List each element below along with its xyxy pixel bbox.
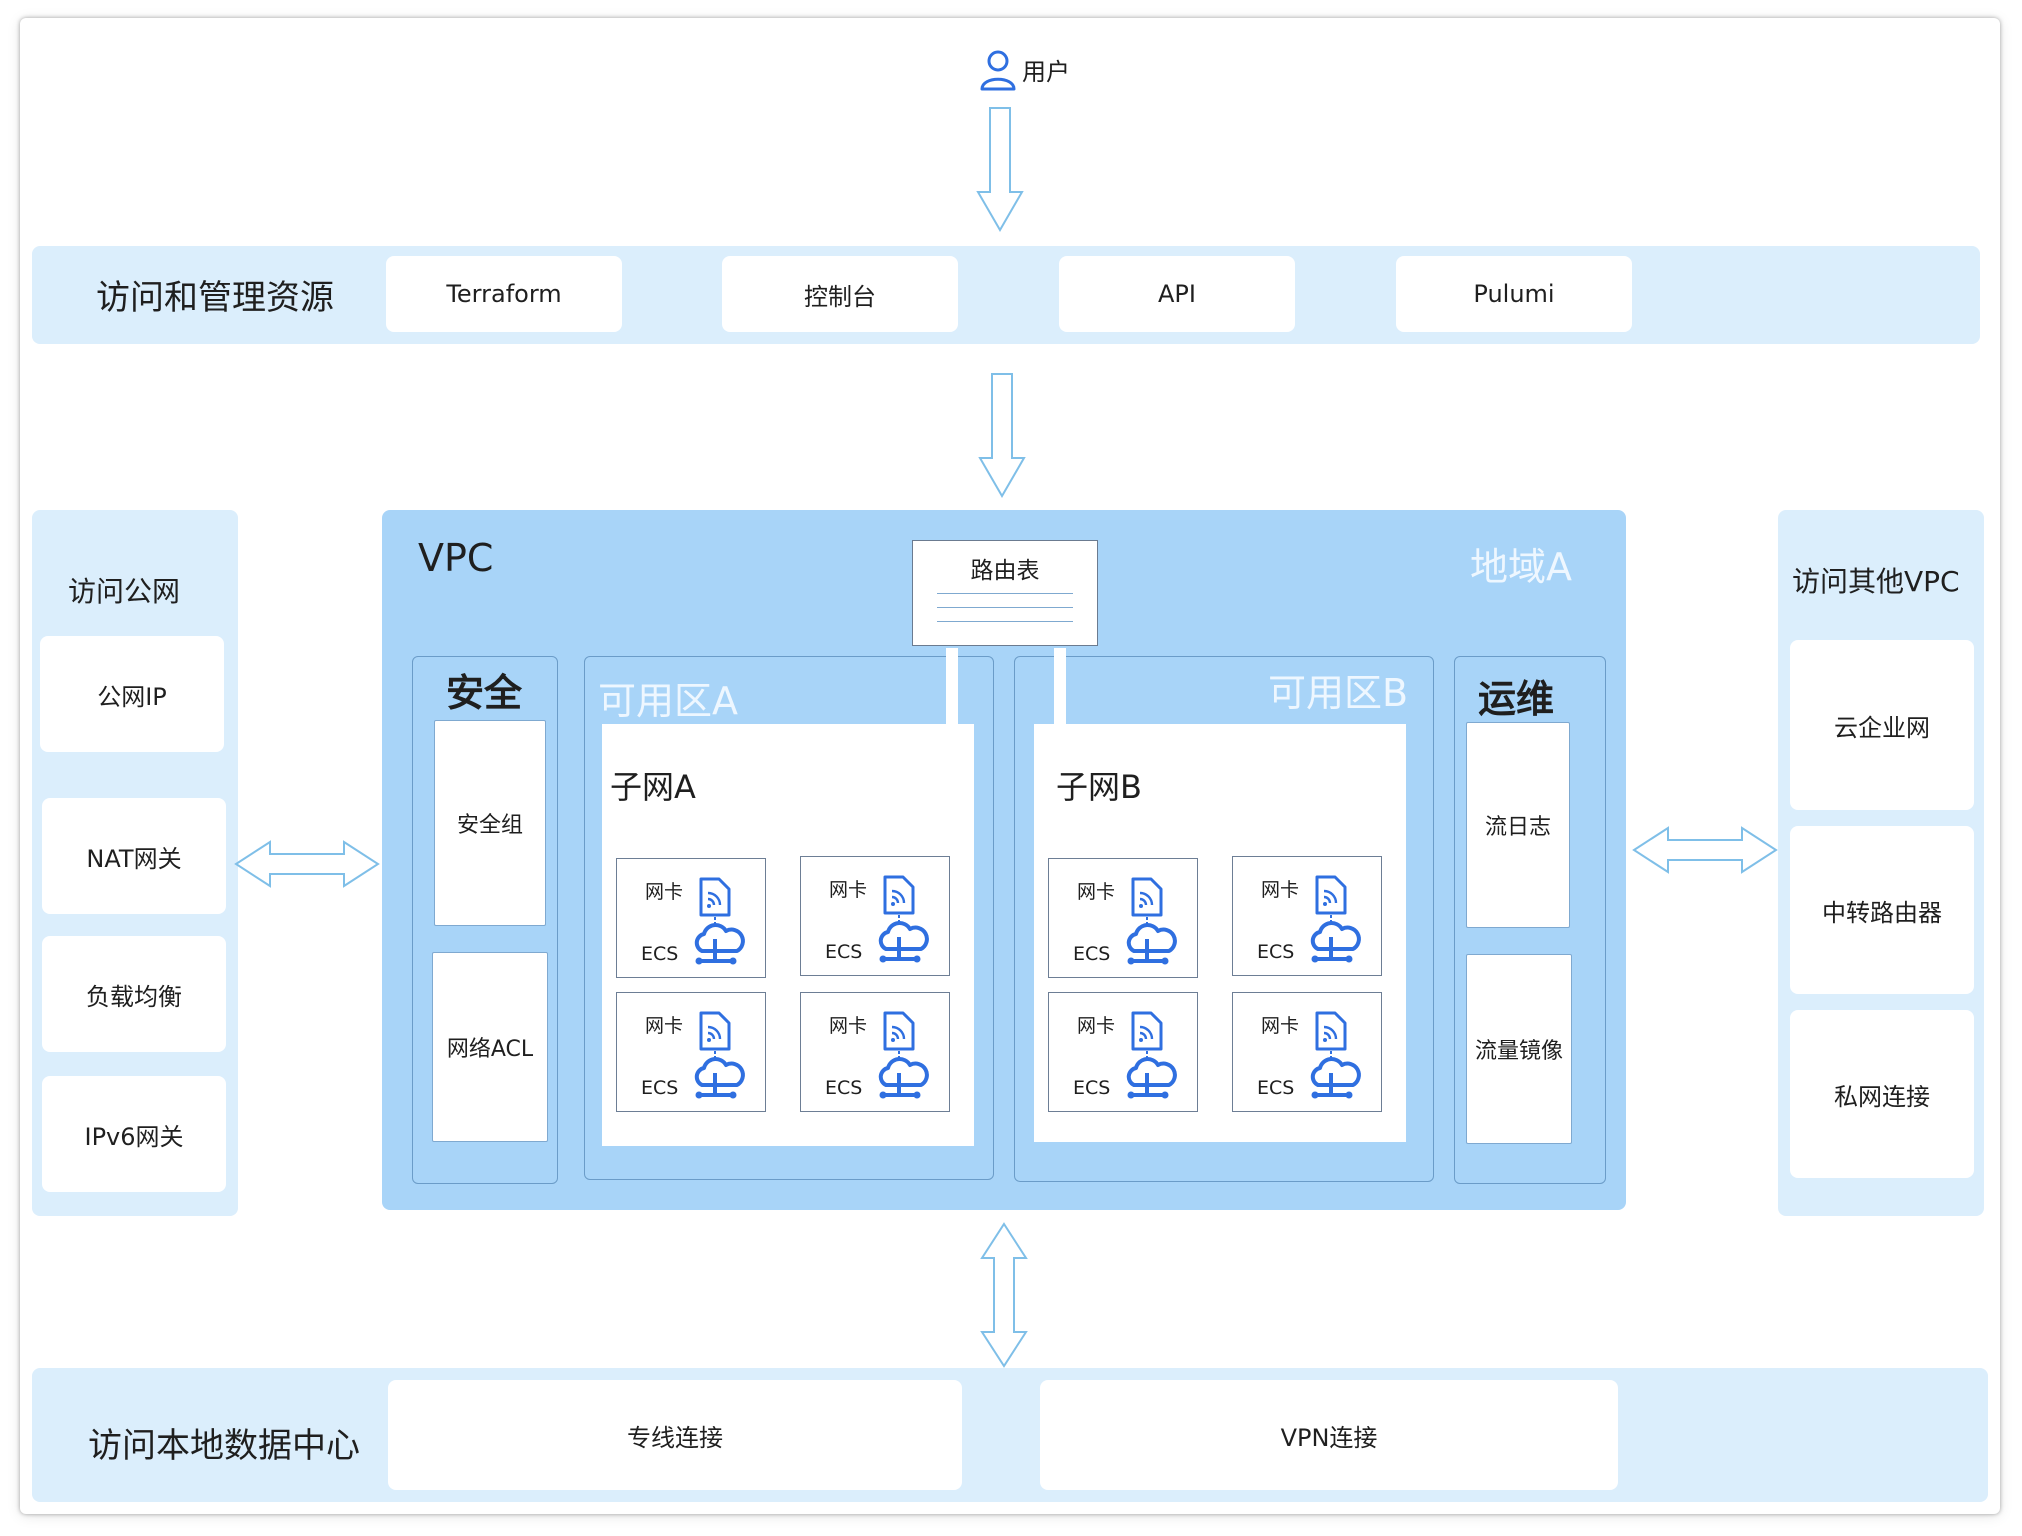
subnet-b-label: 子网B	[1056, 768, 1142, 806]
user-icon	[978, 48, 1018, 92]
route-table-label: 路由表	[970, 558, 1040, 584]
route-link-b	[1054, 648, 1066, 724]
other-vpc-title: 访问其他VPC	[1792, 565, 1960, 598]
arrow-public-vpc	[234, 840, 380, 888]
cen[interactable]: 云企业网	[1790, 640, 1974, 810]
route-line	[937, 607, 1073, 608]
nic-label: 网卡	[645, 1015, 684, 1037]
public-title: 访问公网	[68, 575, 181, 608]
manage-api[interactable]: API	[1059, 256, 1295, 332]
ecs-node[interactable]: 网卡 ECS	[800, 992, 950, 1112]
ecs-node[interactable]: 网卡 ECS	[616, 992, 766, 1112]
ipv6-gateway[interactable]: IPv6网关	[42, 1076, 226, 1192]
ecs-cloud-icon	[1310, 1011, 1361, 1099]
ecs-cloud-icon	[878, 875, 929, 963]
arrow-vpc-other	[1632, 826, 1778, 874]
arrow-vpc-local	[980, 1222, 1028, 1368]
traffic-mirroring[interactable]: 流量镜像	[1466, 954, 1572, 1144]
zone-b-label: 可用区B	[1268, 671, 1409, 715]
nat-gateway[interactable]: NAT网关	[42, 798, 226, 914]
ecs-label: ECS	[641, 1077, 679, 1099]
ecs-label: ECS	[1257, 1077, 1295, 1099]
nic-label: 网卡	[829, 879, 868, 901]
nic-label: 网卡	[645, 881, 684, 903]
security-title: 安全	[446, 671, 523, 715]
nic-label: 网卡	[1077, 881, 1116, 903]
flow-log[interactable]: 流日志	[1466, 722, 1570, 928]
load-balancer[interactable]: 负载均衡	[42, 936, 226, 1052]
ecs-node[interactable]: 网卡 ECS	[800, 856, 950, 976]
ecs-node[interactable]: 网卡 ECS	[1232, 856, 1382, 976]
ops-title: 运维	[1478, 677, 1555, 721]
user-label: 用户	[1022, 58, 1070, 86]
ecs-node[interactable]: 网卡 ECS	[1232, 992, 1382, 1112]
express-connect[interactable]: 专线连接	[388, 1380, 962, 1490]
ecs-node[interactable]: 网卡 ECS	[1048, 858, 1198, 978]
ecs-node[interactable]: 网卡 ECS	[616, 858, 766, 978]
route-table[interactable]: 路由表	[912, 540, 1098, 646]
security-group[interactable]: 安全组	[434, 720, 546, 926]
nic-label: 网卡	[1261, 879, 1300, 901]
zone-a-label: 可用区A	[598, 679, 738, 723]
ecs-cloud-icon	[694, 877, 745, 965]
ecs-cloud-icon	[1126, 877, 1177, 965]
ecs-label: ECS	[825, 941, 863, 963]
nic-label: 网卡	[1261, 1015, 1300, 1037]
privatelink[interactable]: 私网连接	[1790, 1010, 1974, 1178]
manage-title: 访问和管理资源	[96, 278, 334, 318]
region-label: 地域A	[1470, 545, 1572, 589]
nic-label: 网卡	[1077, 1015, 1116, 1037]
manage-band	[32, 246, 1980, 344]
ecs-cloud-icon	[878, 1011, 929, 1099]
public-ip[interactable]: 公网IP	[40, 636, 224, 752]
ecs-cloud-icon	[1310, 875, 1361, 963]
ecs-label: ECS	[641, 943, 679, 965]
route-line	[937, 621, 1073, 622]
ecs-node[interactable]: 网卡 ECS	[1048, 992, 1198, 1112]
ecs-label: ECS	[1073, 1077, 1111, 1099]
arrow-down-manage	[978, 373, 1026, 498]
ecs-label: ECS	[1257, 941, 1295, 963]
local-dc-band	[32, 1368, 1988, 1502]
local-dc-title: 访问本地数据中心	[88, 1426, 360, 1466]
manage-pulumi[interactable]: Pulumi	[1396, 256, 1632, 332]
vpc-label: VPC	[418, 536, 494, 580]
ecs-label: ECS	[1073, 943, 1111, 965]
route-line	[937, 593, 1073, 594]
arrow-down-user	[976, 107, 1024, 232]
manage-terraform[interactable]: Terraform	[386, 256, 622, 332]
transit-router[interactable]: 中转路由器	[1790, 826, 1974, 994]
subnet-a-label: 子网A	[610, 768, 696, 806]
nic-label: 网卡	[829, 1015, 868, 1037]
network-acl[interactable]: 网络ACL	[432, 952, 548, 1142]
ecs-label: ECS	[825, 1077, 863, 1099]
route-link-a	[946, 648, 958, 724]
vpn-connection[interactable]: VPN连接	[1040, 1380, 1618, 1490]
ecs-cloud-icon	[1126, 1011, 1177, 1099]
manage-console[interactable]: 控制台	[722, 256, 958, 332]
ecs-cloud-icon	[694, 1011, 745, 1099]
